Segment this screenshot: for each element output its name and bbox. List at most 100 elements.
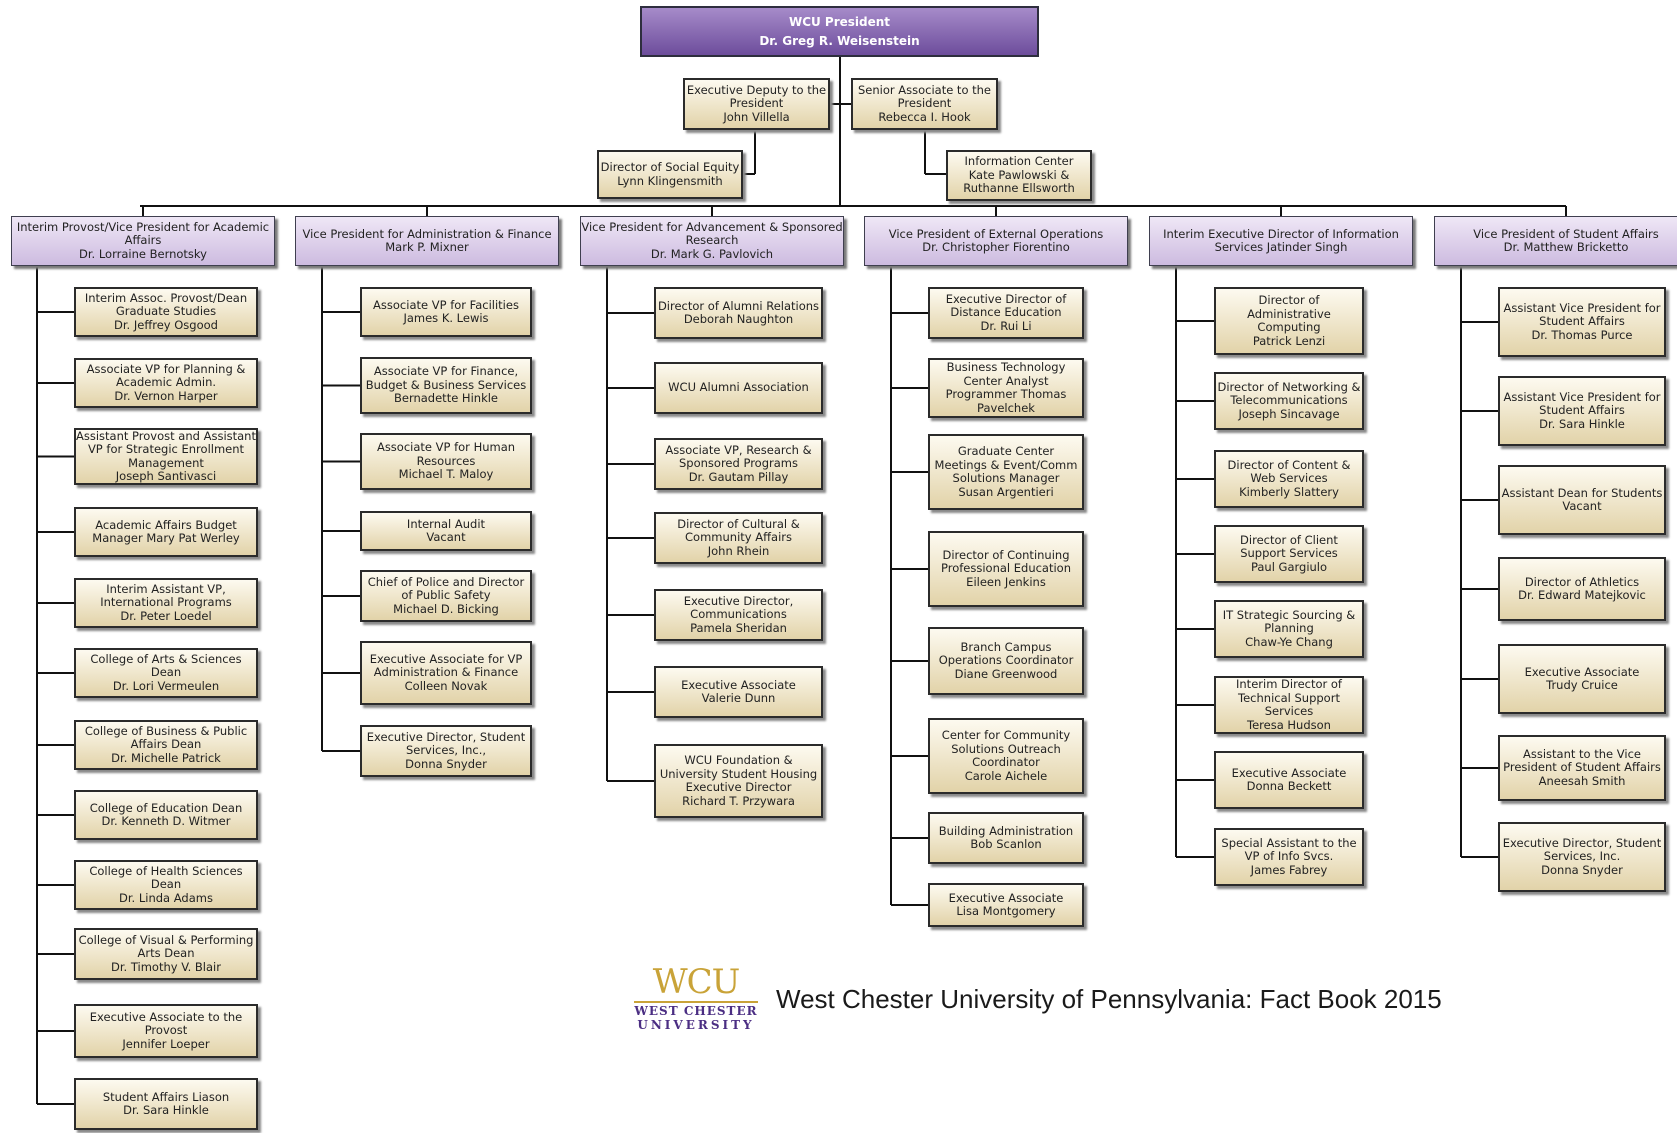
report-box: Executive Director, Student Services, In… [360, 725, 532, 777]
box-title: Associate VP for Finance, Budget & Busin… [365, 364, 527, 392]
box-title: Executive Associate for VP Administratio… [369, 651, 523, 680]
box-title: Executive Associate [681, 677, 796, 692]
division-head-0: Interim Provost/Vice President for Acade… [11, 216, 275, 266]
box-name: Dr. Michelle Patrick [111, 750, 221, 765]
box-title: Special Assistant to the VP of Info Svcs… [1221, 835, 1357, 864]
box-name: John Rhein [707, 543, 770, 558]
box-name: Dr. Matthew Bricketto [1503, 240, 1629, 254]
box-name: Lisa Montgomery [956, 904, 1056, 918]
box-name: Dr. Kenneth D. Witmer [101, 814, 231, 828]
box-name: Vacant [1562, 499, 1602, 513]
report-box: Associate VP, Research & Sponsored Progr… [654, 438, 823, 490]
report-box: College of Visual & Performing Arts Dean… [74, 928, 258, 980]
box-name: Joseph Santivasci [115, 469, 217, 483]
box-title: Associate VP, Research & Sponsored Progr… [665, 442, 812, 471]
staff-name: Kate Pawlowski & Ruthanne Ellsworth [963, 167, 1075, 196]
report-box: Associate VP for Finance, Budget & Busin… [360, 357, 532, 414]
box-title: Executive Director, Communications [683, 593, 794, 622]
box-name: Susan Argentieri [958, 484, 1054, 499]
box-name: Jennifer Loeper [122, 1036, 210, 1051]
box-name: Chaw-Ye Chang [1245, 634, 1333, 649]
box-title: Internal Audit [406, 516, 486, 531]
box-title: Assistant Provost and Assistant VP for S… [76, 428, 256, 470]
box-name: Teresa Hudson [1247, 717, 1331, 732]
staff-box-information-center: Information Center Kate Pawlowski & Ruth… [946, 150, 1092, 201]
box-name: Michael D. Bicking [393, 601, 499, 616]
box-title: Assistant Vice President for Student Aff… [1503, 300, 1661, 329]
staff-title: Information Center [964, 154, 1074, 169]
staff-box-senior-associate: Senior Associate to the President Rebecc… [851, 78, 998, 130]
box-title: WCU Foundation & University Student Hous… [659, 753, 818, 794]
box-title: College of Visual & Performing Arts Dean [78, 932, 254, 961]
report-box: Assistant Vice President for Student Aff… [1498, 287, 1666, 357]
box-name: Carole Aichele [964, 768, 1048, 783]
box-name: Dr. Gautam Pillay [688, 469, 789, 484]
box-title: Interim Assoc. Provost/Dean Graduate Stu… [84, 290, 248, 319]
division-head-2: Vice President for Advancement & Sponsor… [580, 216, 844, 266]
box-name: Dr. Rui Li [980, 318, 1032, 333]
report-box: Associate VP for Planning & Academic Adm… [74, 358, 258, 408]
staff-name: Rebecca I. Hook [878, 109, 971, 124]
report-box: Assistant Provost and Assistant VP for S… [74, 428, 258, 485]
box-name: Valerie Dunn [701, 691, 776, 705]
box-name: Pamela Sheridan [690, 620, 787, 635]
logo-line1: WEST CHESTER [634, 1001, 758, 1017]
box-name: Dr. Peter Loedel [120, 608, 212, 623]
box-title: Interim Director of Technical Support Se… [1236, 677, 1342, 718]
box-title: Executive Director, Student Services, In… [366, 729, 526, 758]
box-title: Associate VP for Human Resources [376, 440, 516, 468]
box-title: Executive Associate [1524, 664, 1640, 679]
box-name: Donna Snyder [405, 756, 487, 771]
box-title: Executive Associate [1231, 765, 1347, 780]
box-name: Trudy Cruice [1546, 678, 1618, 692]
wcu-logo: WCU WEST CHESTER UNIVERSITY [626, 964, 766, 1032]
staff-name: John Villella [723, 109, 790, 124]
box-name: Bernadette Hinkle [393, 391, 498, 406]
box-name: Donna Snyder [1541, 862, 1623, 877]
box-name: Dr. Timothy V. Blair [111, 959, 221, 974]
box-title: Vice President for Advancement & Sponsor… [581, 219, 843, 248]
box-title: WCU Alumni Association [668, 380, 809, 395]
report-box: Executive Director, Student Services, In… [1498, 822, 1666, 892]
box-title: Building Administration [938, 823, 1074, 838]
box-title: Assistant to the Vice President of Stude… [1503, 746, 1661, 788]
box-title: Director of Cultural & Community Affairs [677, 516, 800, 545]
box-title: Director of Administrative Computing [1247, 293, 1331, 334]
report-box: WCU Foundation & University Student Hous… [654, 744, 823, 818]
division-head-1: Vice President for Administration & Fina… [295, 216, 559, 266]
staff-name: Lynn Klingensmith [617, 173, 723, 188]
box-title: Director of Networking & Telecommunicati… [1217, 379, 1361, 408]
box-title: Director of Alumni Relations [657, 298, 820, 313]
box-name: Richard T. Przywara [682, 793, 795, 808]
box-name: James Fabrey [1250, 862, 1328, 877]
box-title: Executive Director, Student Services, In… [1502, 835, 1662, 864]
box-name: Joseph Sincavage [1238, 406, 1340, 421]
box-name: Dr. Lori Vermeulen [112, 678, 220, 693]
box-title: College of Education Dean [89, 800, 243, 815]
box-name: Mark P. Mixner [385, 240, 469, 254]
report-box: Center for Community Solutions Outreach … [928, 718, 1084, 794]
box-name: Paul Gargiulo [1250, 559, 1328, 574]
box-title: College of Business & Public Affairs Dea… [84, 723, 248, 752]
staff-box-deputy: Executive Deputy to the President John V… [683, 78, 830, 130]
box-title: Executive Associate [948, 890, 1064, 905]
box-name: Dr. Linda Adams [119, 890, 213, 905]
box-name: Michael T. Maloy [398, 467, 494, 482]
box-title: Vice President of Student Affairs [1473, 226, 1659, 241]
box-title: Student Affairs Liason [102, 1089, 230, 1104]
box-name: Kimberly Slattery [1239, 484, 1339, 499]
staff-title: Executive Deputy to the President [686, 82, 827, 111]
